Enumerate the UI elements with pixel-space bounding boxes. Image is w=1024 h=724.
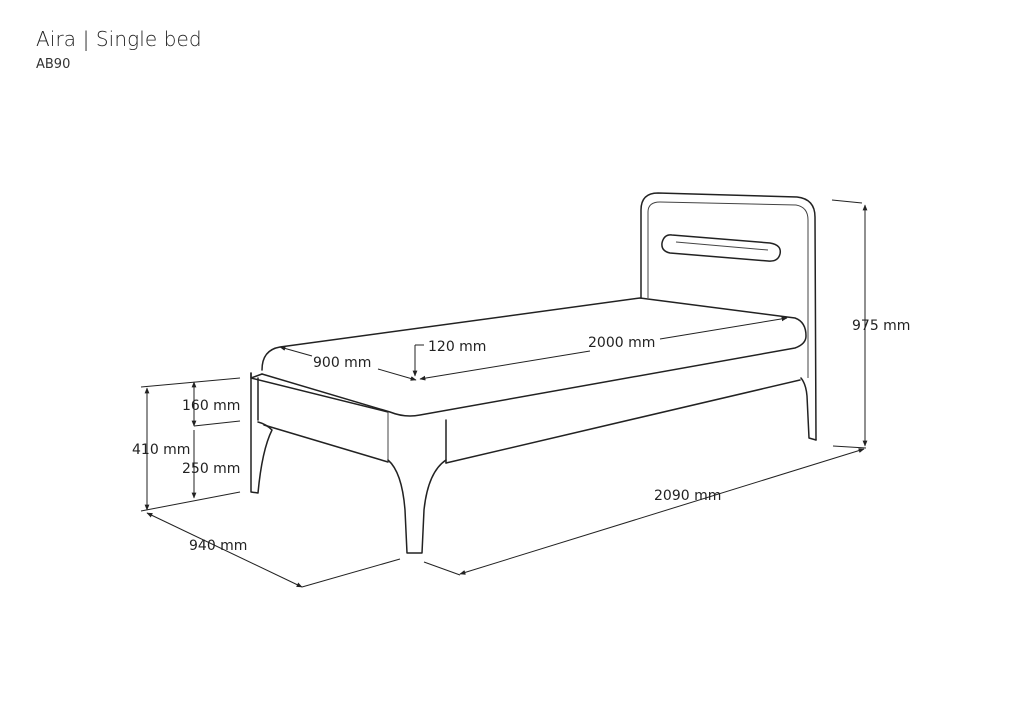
foot-leg-front bbox=[387, 459, 447, 554]
headboard bbox=[640, 192, 817, 441]
headboard-slot bbox=[661, 234, 782, 262]
total-height-label: 410 mm bbox=[132, 442, 190, 458]
headboard-height-label: 975 mm bbox=[852, 318, 910, 334]
upper-height-label: 160 mm bbox=[182, 398, 240, 414]
mattress bbox=[261, 297, 807, 417]
mattress-width-label: 900 mm bbox=[313, 355, 371, 371]
bed-frame bbox=[250, 372, 389, 413]
total-width-label: 940 mm bbox=[189, 538, 247, 554]
foot-leg-left bbox=[250, 372, 273, 494]
mattress-length-label: 2000 mm bbox=[588, 335, 655, 351]
headboard-inner-edge bbox=[647, 201, 809, 378]
dimension-lines bbox=[140, 199, 868, 588]
total-length-label: 2090 mm bbox=[654, 488, 721, 504]
bed-outline bbox=[250, 192, 817, 554]
lower-height-label: 250 mm bbox=[182, 461, 240, 477]
headboard-leg bbox=[800, 377, 817, 441]
product-title: Aira | Single bed bbox=[36, 27, 202, 51]
product-code: AB90 bbox=[36, 57, 71, 72]
mattress-thickness-label: 120 mm bbox=[428, 339, 486, 355]
